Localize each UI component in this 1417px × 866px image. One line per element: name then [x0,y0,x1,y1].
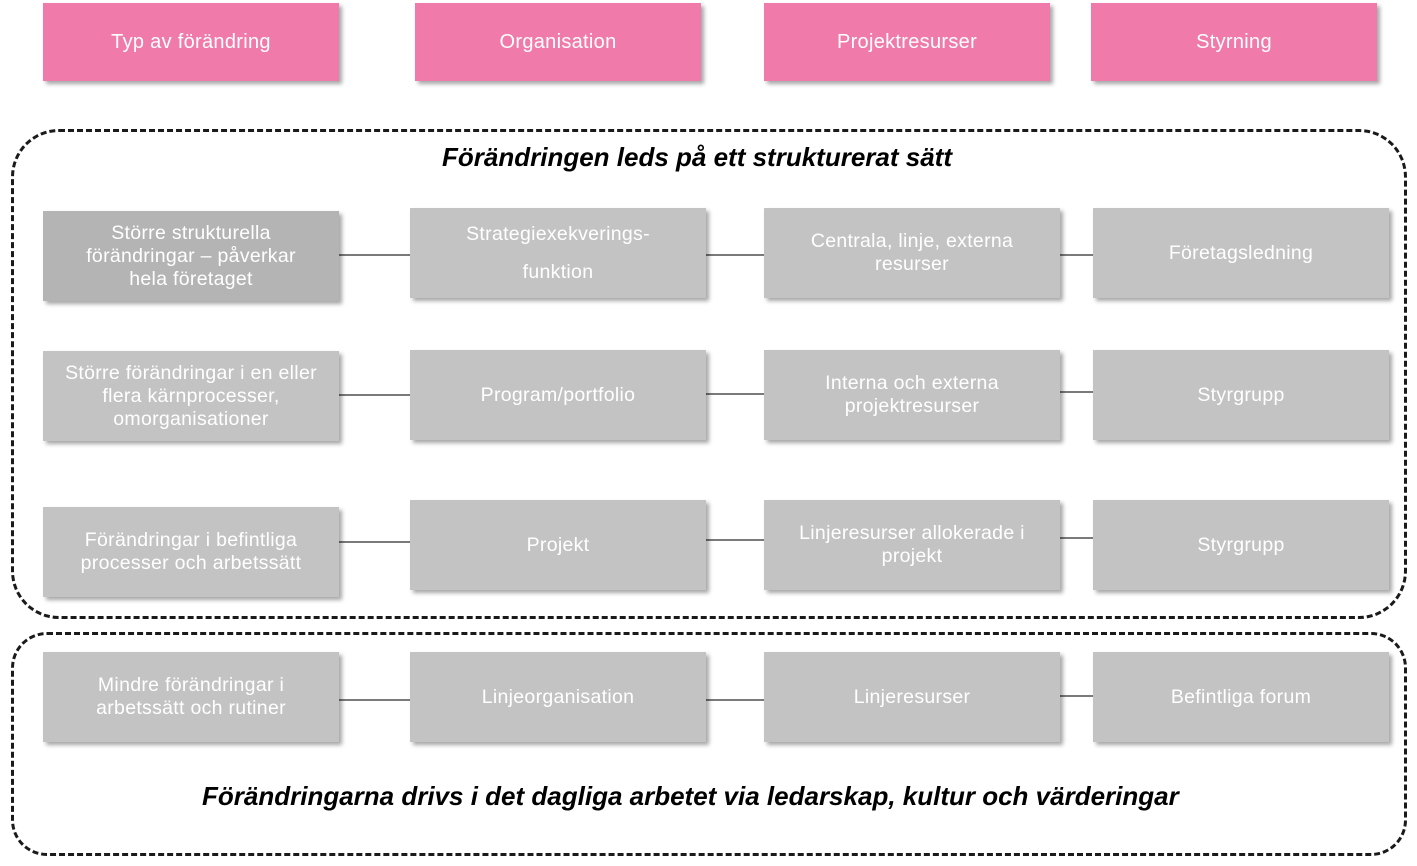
header-governance: Styrning [1091,3,1377,81]
row-connector [706,393,766,395]
row-connector [1060,254,1095,256]
organisation-box: Projekt [410,500,706,590]
row-connector [706,254,766,256]
box-label: Styrgrupp [1197,383,1285,406]
box-label: Större förändringar i en eller flera kär… [65,361,317,430]
header-change-type: Typ av förändring [43,3,339,81]
box-label: Program/portfolio [480,383,636,406]
change-type-box: Större förändringar i en eller flera kär… [43,351,339,441]
governance-box: Företagsledning [1093,208,1389,298]
row-connector [339,254,411,256]
row-connector [1060,537,1095,539]
structured-change-group [11,129,1407,619]
box-label: Linjeresurser allokerade i projekt [799,522,1025,567]
box-label: Befintliga forum [1170,685,1312,708]
box-label: Projekt [526,533,590,556]
daily-group-title: Förändringarna drivs i det dagliga arbet… [202,781,1179,811]
box-label: Linjeresurser [853,685,971,708]
change-type-box: Större strukturella förändringar – påver… [43,211,339,301]
box-label: Större strukturella förändringar – påver… [86,221,296,290]
change-type-box: Mindre förändringar i arbetssätt och rut… [43,652,339,742]
organisation-box: Linjeorganisation [410,652,706,742]
header-label: Organisation [499,30,617,53]
box-label: Mindre förändringar i arbetssätt och rut… [96,674,286,719]
organisation-box: Program/portfolio [410,350,706,440]
row-connector [339,699,411,701]
header-label: Projektresurser [836,30,978,53]
header-label: Typ av förändring [111,30,271,53]
organisation-box: Strategiexekverings- funktion [410,208,706,298]
header-label: Styrning [1196,30,1272,53]
row-connector [339,394,411,396]
governance-box: Befintliga forum [1093,652,1389,742]
header-organisation: Organisation [415,3,701,81]
daily-change-group [11,632,1407,856]
box-label: Interna och externa projektresurser [825,372,999,417]
governance-box: Styrgrupp [1093,350,1389,440]
row-connector [1060,391,1095,393]
box-label: Företagsledning [1168,241,1314,264]
row-connector [339,541,411,543]
resources-box: Linjeresurser [764,652,1060,742]
box-label: Linjeorganisation [481,685,635,708]
row-connector [1060,695,1095,697]
resources-box: Linjeresurser allokerade i projekt [764,500,1060,590]
row-connector [706,539,766,541]
resources-box: Centrala, linje, externa resurser [764,208,1060,298]
header-project-resources: Projektresurser [764,3,1050,81]
structured-group-title: Förändringen leds på ett strukturerat sä… [442,142,952,172]
box-label: Förändringar i befintliga processer och … [80,529,302,574]
box-label: Strategiexekverings- funktion [466,223,650,283]
resources-box: Interna och externa projektresurser [764,350,1060,440]
change-type-box: Förändringar i befintliga processer och … [43,507,339,597]
box-label: Centrala, linje, externa resurser [810,230,1014,275]
box-label: Styrgrupp [1197,533,1285,556]
row-connector [706,699,766,701]
governance-box: Styrgrupp [1093,500,1389,590]
